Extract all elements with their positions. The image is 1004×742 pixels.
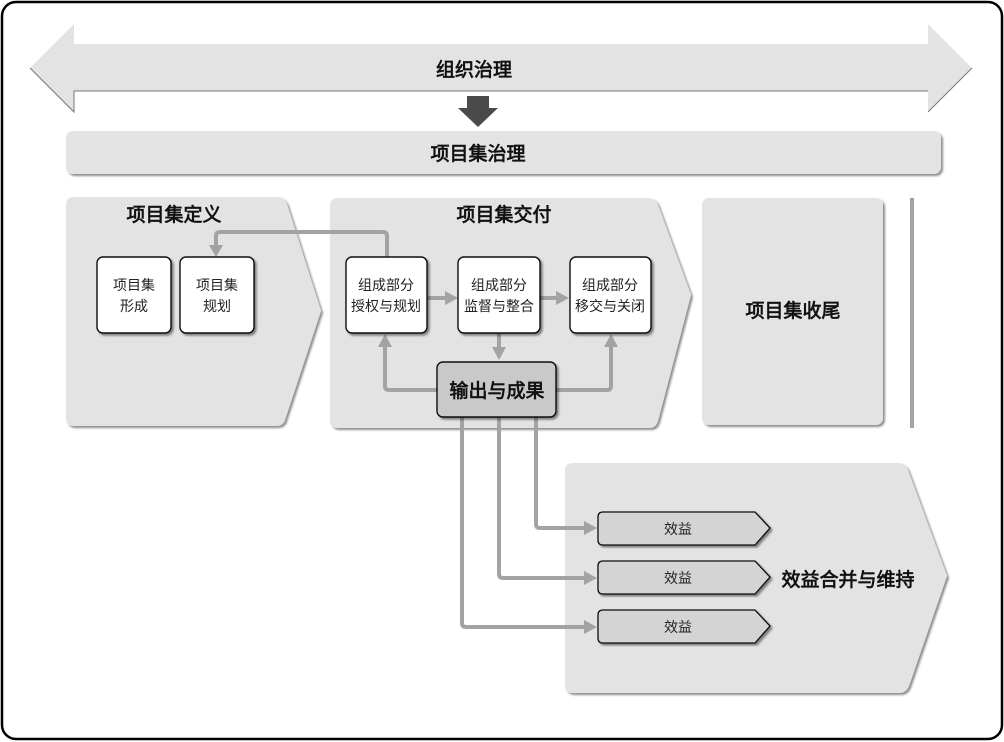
program-governance-label: 项目集治理 [430,142,525,165]
program-governance-bar [66,131,941,174]
component-authorization-line1: 组成部分 [358,278,414,294]
component-oversight-line2: 监督与整合 [464,299,534,315]
benefit-item[interactable] [597,511,771,546]
component-oversight-line1: 组成部分 [471,278,527,294]
benefits-sustainment-title: 效益合并与维持 [781,568,914,591]
definition-step-planning-line2: 规划 [203,299,231,315]
outputs-outcomes-box[interactable] [436,361,557,418]
component-oversight-integration[interactable] [457,256,541,334]
benefit-connectors [460,417,597,634]
down-arrow-icon [458,96,498,127]
program-closure-phase [702,198,883,425]
definition-step-planning-line1: 项目集 [196,277,238,294]
definition-step-formation-line2: 形成 [120,299,148,315]
feedback-connector [209,230,389,258]
component-transition-closure[interactable] [569,256,652,334]
definition-step-formation-line1: 项目集 [113,277,155,294]
component-authorization-line2: 授权与规划 [351,299,421,315]
benefit-item[interactable] [597,609,771,644]
component-connectors [378,291,618,392]
benefit-label: 效益 [664,571,692,587]
program-delivery-title: 项目集交付 [456,203,551,226]
component-transition-line1: 组成部分 [582,278,638,294]
definition-step-planning[interactable] [179,256,255,334]
benefit-label: 效益 [664,522,692,538]
program-definition-title: 项目集定义 [126,203,221,226]
outputs-outcomes-label: 输出与成果 [449,379,544,402]
component-authorization-planning[interactable] [345,256,428,334]
organizational-governance-label: 组织治理 [436,58,512,81]
benefit-label: 效益 [664,620,692,636]
component-transition-line2: 移交与关闭 [575,298,645,315]
definition-step-formation[interactable] [96,256,172,334]
program-closure-label: 项目集收尾 [745,299,840,322]
benefit-item[interactable] [597,560,771,595]
organizational-governance-arrow: 组织治理 [29,24,973,114]
